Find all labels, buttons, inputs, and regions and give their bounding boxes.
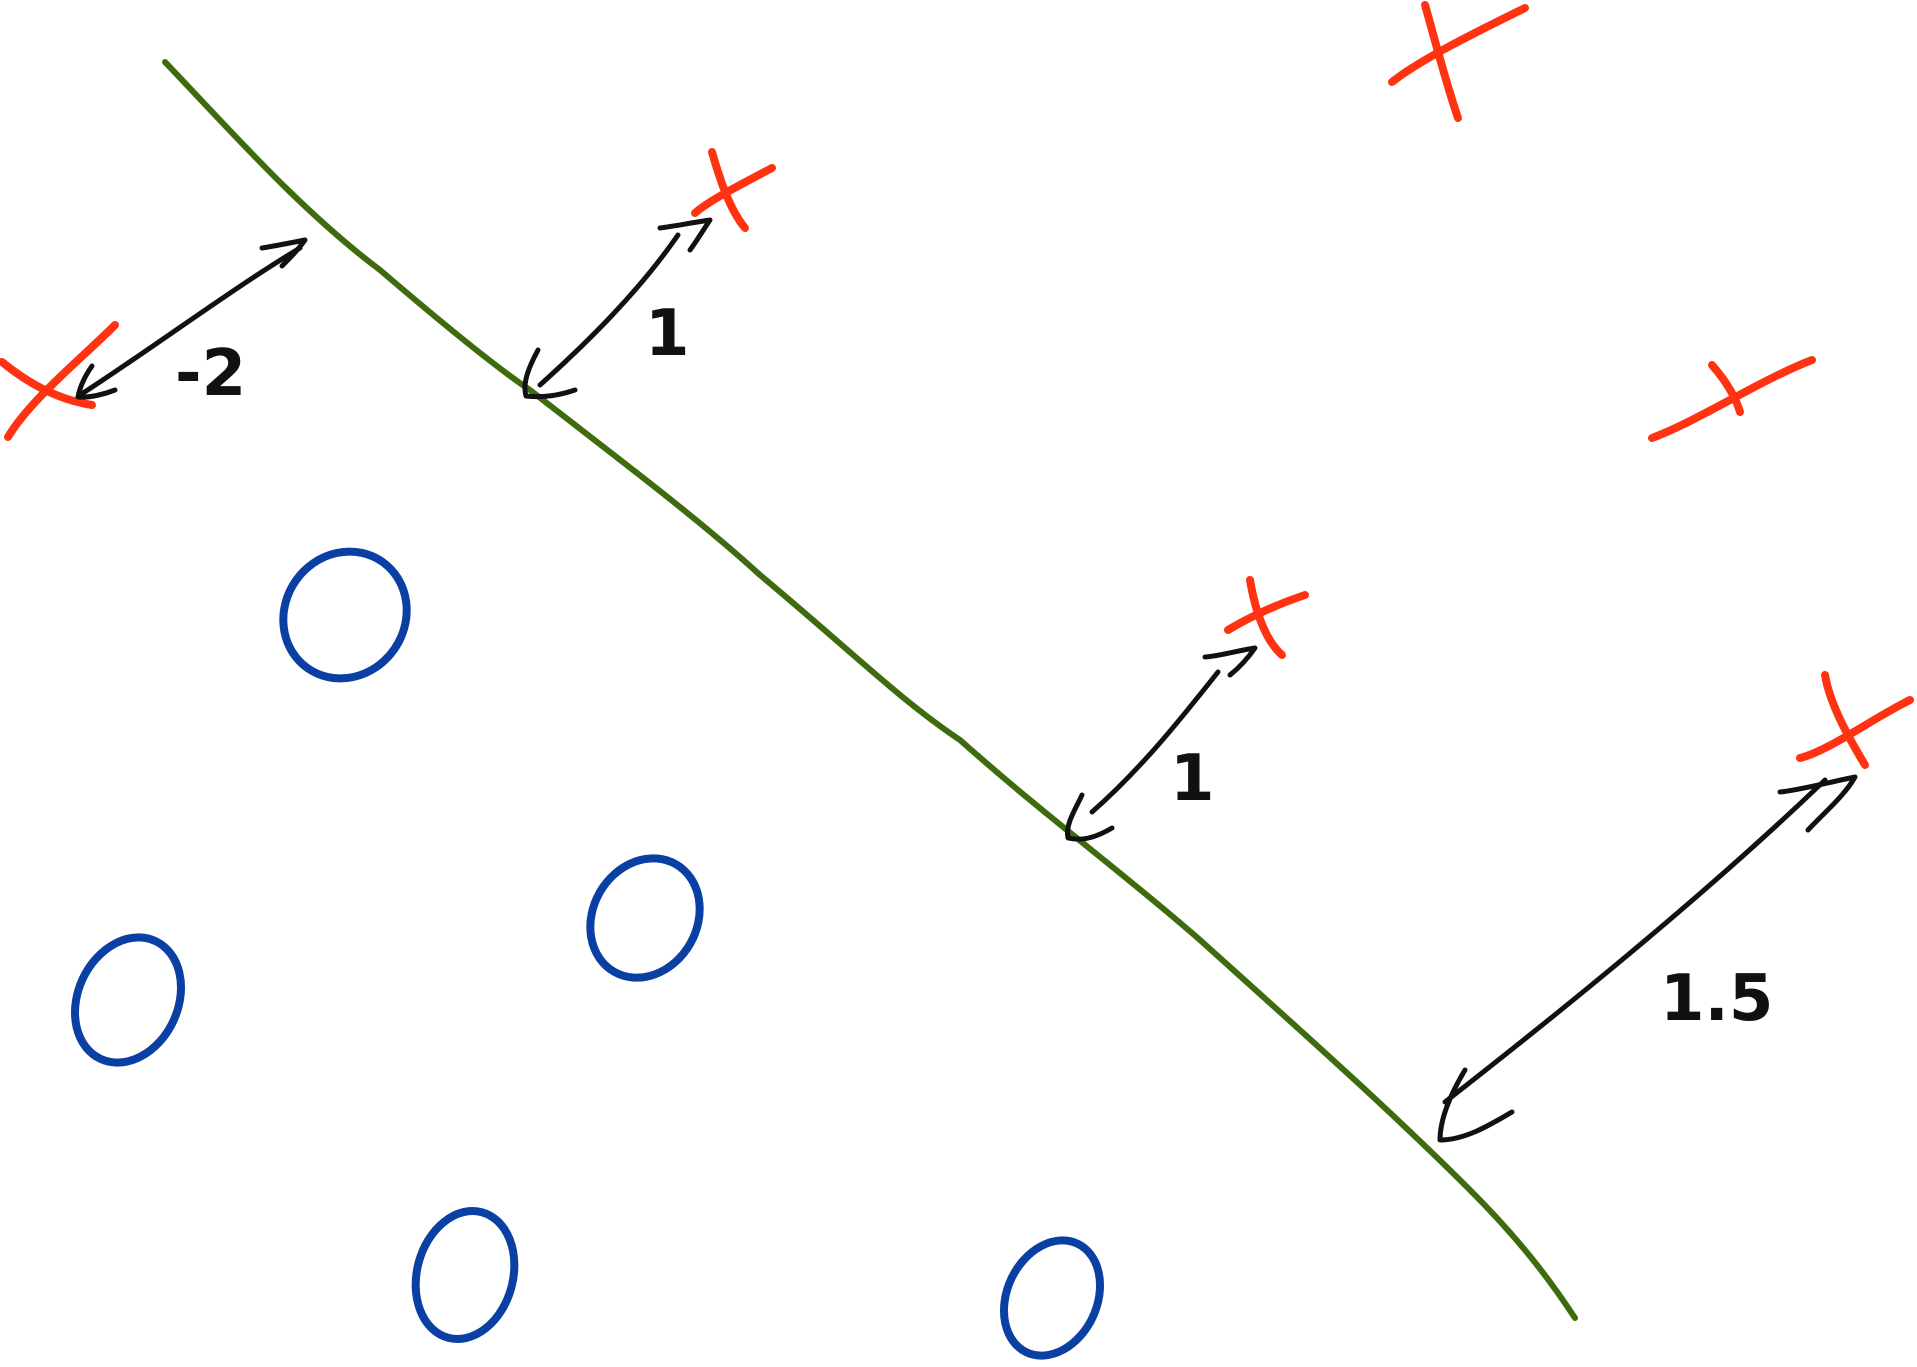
x-mark xyxy=(1224,576,1309,659)
x-mark xyxy=(691,148,776,232)
distance-arrow xyxy=(522,217,713,400)
distance-arrow xyxy=(1437,774,1858,1143)
distance-label: 1 xyxy=(1170,742,1215,816)
o-mark xyxy=(71,933,185,1067)
x-mark xyxy=(1388,1,1529,122)
distance-arrow xyxy=(75,237,308,400)
o-mark xyxy=(586,854,704,982)
o-mark xyxy=(999,1236,1105,1360)
o-mark xyxy=(411,1206,519,1344)
distance-label: -2 xyxy=(175,337,246,411)
distance-label: 1.5 xyxy=(1660,962,1773,1036)
o-mark xyxy=(279,547,411,683)
x-mark xyxy=(1648,356,1816,442)
x-mark xyxy=(0,321,119,441)
distance-arrow xyxy=(1064,645,1258,842)
distance-label: 1 xyxy=(645,297,690,371)
x-mark xyxy=(1796,671,1914,769)
decision-boundary-line xyxy=(162,59,1578,1321)
